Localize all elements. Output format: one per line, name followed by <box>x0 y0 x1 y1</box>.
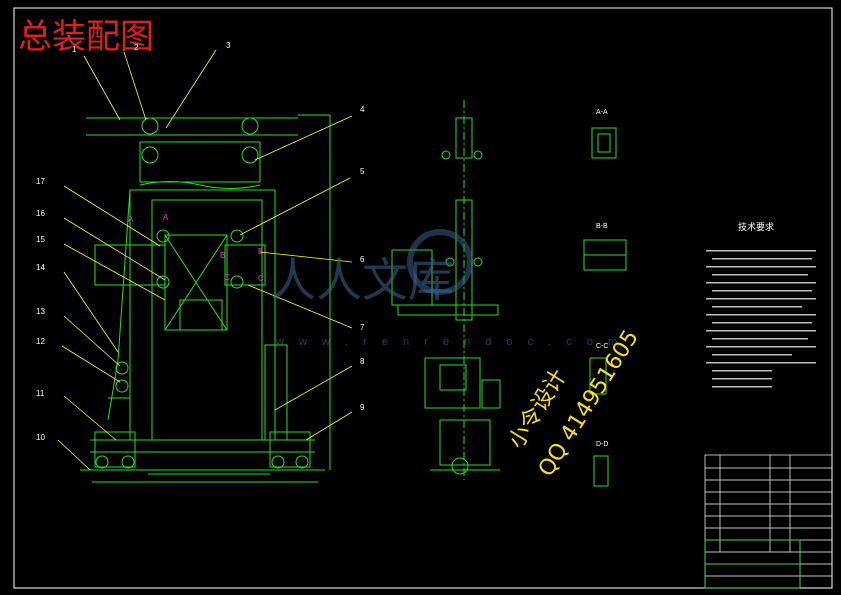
tech-requirements-lines <box>706 250 816 388</box>
svg-text:B: B <box>220 251 225 260</box>
svg-text:C: C <box>224 273 230 282</box>
callout-10: 10 <box>36 433 45 442</box>
callout-4: 4 <box>360 105 365 114</box>
section-markers: A A B B C C <box>128 213 264 283</box>
section-bb-label: B-B <box>596 223 608 230</box>
watermark-url: w w w . r e n r e n d o c . c o m <box>275 336 623 348</box>
title-block-green <box>704 539 801 589</box>
callout-12: 12 <box>36 337 45 346</box>
callout-6: 6 <box>360 255 365 264</box>
callout-numbers: 1 2 3 4 5 6 7 8 9 10 11 12 13 14 15 16 1… <box>36 41 365 442</box>
callout-13: 13 <box>36 307 45 316</box>
callout-1: 1 <box>72 45 77 54</box>
callout-11: 11 <box>36 389 45 398</box>
callout-9: 9 <box>360 403 365 412</box>
side-view <box>391 100 501 480</box>
section-dd-label: D-D <box>596 441 608 448</box>
callout-14: 14 <box>36 263 45 272</box>
callout-7: 7 <box>360 323 365 332</box>
tech-requirements-heading: 技术要求 <box>738 221 774 233</box>
callout-17: 17 <box>36 177 45 186</box>
front-view <box>80 114 331 483</box>
callout-3: 3 <box>226 41 231 50</box>
section-aa-label: A-A <box>596 109 608 116</box>
callout-5: 5 <box>360 167 365 176</box>
callout-leaders <box>57 49 353 471</box>
svg-text:A: A <box>128 215 134 224</box>
svg-text:B: B <box>258 247 263 256</box>
callout-8: 8 <box>360 357 365 366</box>
callout-16: 16 <box>36 209 45 218</box>
section-cc-label: C-C <box>596 343 608 350</box>
watermark: 人人文库 w w w . r e n r e n d o c . c o m <box>270 229 623 348</box>
section-views <box>583 127 627 487</box>
title-block <box>704 454 833 589</box>
callout-15: 15 <box>36 235 45 244</box>
callout-2: 2 <box>134 43 139 52</box>
svg-text:C: C <box>258 274 264 283</box>
watermark-text: 人人文库 <box>270 253 454 307</box>
drawing-title: 总装配图 <box>18 17 154 57</box>
svg-text:A: A <box>163 213 169 222</box>
drawing-border <box>13 7 833 589</box>
